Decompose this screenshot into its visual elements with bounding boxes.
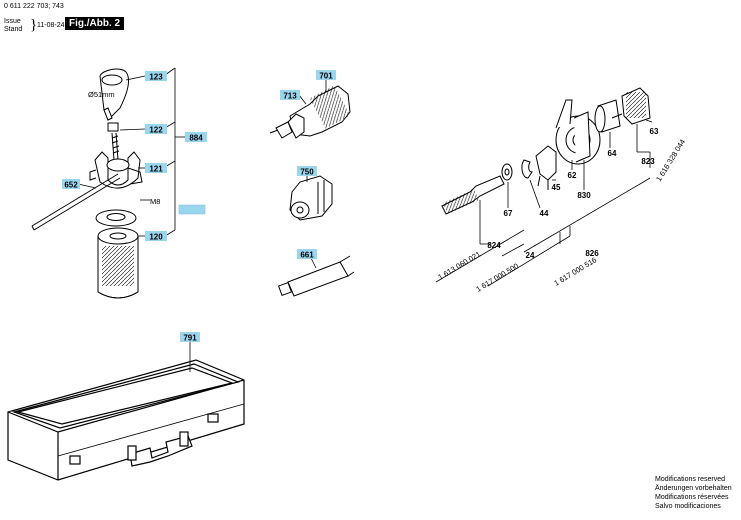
svg-text:791: 791: [183, 334, 197, 343]
modifications-note-fr: Modifications réservées: [655, 494, 729, 501]
highlight-marker: [178, 204, 206, 215]
callout-713: 713: [280, 90, 300, 101]
chuck-leaders: [298, 80, 327, 269]
thread-caption: M8: [150, 197, 160, 206]
label-44: 44: [540, 209, 549, 218]
label-824: 824: [487, 241, 501, 250]
keyless-chuck-part: [269, 85, 351, 139]
label-24: 24: [526, 251, 535, 260]
svg-text:713: 713: [283, 92, 297, 101]
plain-labels: 67 824 44 45 62 830 64 63 823 826 24: [487, 127, 659, 260]
svg-text:750: 750: [300, 168, 314, 177]
modifications-note-en: Modifications reserved: [655, 476, 726, 483]
modifications-note-es: Salvo modificaciones: [655, 503, 721, 510]
svg-text:701: 701: [319, 72, 333, 81]
depth-cap-part: [99, 68, 129, 121]
pin-part: [107, 122, 120, 161]
svg-text:123: 123: [149, 73, 163, 82]
diameter-caption: Ø51mm: [88, 90, 115, 99]
side-handle-assembly: [31, 68, 143, 299]
grease-tube-part: [277, 255, 355, 297]
callout-661: 661: [297, 249, 317, 260]
label-826: 826: [585, 249, 599, 258]
callout-121: 121: [145, 163, 167, 174]
pn-824: 1 613 060 021: [436, 249, 482, 281]
label-823: 823: [641, 157, 655, 166]
callout-labels: 123 122 121 120 884 652 701 713 750 661 …: [62, 70, 336, 343]
carrying-case-part: [7, 359, 245, 481]
chuck-sleeve-part: [289, 175, 333, 221]
depth-rod-part: [31, 173, 121, 231]
drive-leaders: [435, 119, 653, 287]
callout-791: 791: [180, 332, 200, 343]
figure-badge: Fig./Abb. 2: [65, 17, 125, 30]
svg-text:661: 661: [300, 251, 314, 260]
callout-652: 652: [62, 179, 80, 190]
callout-120: 120: [145, 231, 167, 242]
pn-826: 1 617 000 516: [552, 255, 598, 287]
svg-text:120: 120: [149, 233, 163, 242]
callout-750: 750: [297, 166, 317, 177]
callout-701: 701: [316, 70, 336, 81]
modifications-note-de: Änderungen vorbehalten: [655, 485, 732, 492]
callout-122: 122: [145, 124, 167, 135]
label-64: 64: [608, 149, 617, 158]
issue-label: Issue: [4, 18, 21, 25]
drive-train-parts: [441, 87, 651, 215]
svg-text:121: 121: [149, 165, 163, 174]
svg-text:884: 884: [189, 134, 203, 143]
callout-123: 123: [145, 71, 167, 82]
issue-brace: }: [30, 17, 38, 33]
svg-text:652: 652: [64, 181, 78, 190]
clamp-part: [89, 151, 143, 189]
callout-884: 884: [185, 132, 207, 143]
handle-grip-part: [97, 227, 139, 299]
document-number: 0 611 222 703; 743: [4, 3, 64, 10]
label-62: 62: [568, 171, 577, 180]
label-67: 67: [504, 209, 513, 218]
label-830: 830: [577, 191, 591, 200]
pn-823: 1 616 328 044: [654, 138, 687, 183]
washer-part: [95, 209, 137, 227]
label-63: 63: [650, 127, 659, 136]
issue-date: 11-08-24: [37, 22, 65, 29]
stand-label: Stand: [4, 26, 23, 33]
svg-text:122: 122: [149, 126, 163, 135]
label-45: 45: [552, 183, 561, 192]
pn-44: 1 617 000 500: [474, 261, 520, 293]
